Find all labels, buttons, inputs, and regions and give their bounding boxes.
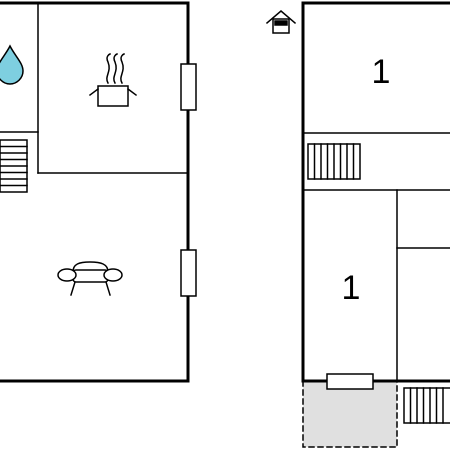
ground-floor <box>0 1 197 383</box>
water-drop-icon <box>0 44 24 85</box>
window <box>326 373 374 390</box>
terrace <box>302 380 398 448</box>
stairs-icon <box>307 143 361 180</box>
bedroom-label: 1 <box>372 53 391 91</box>
sofa-icon <box>57 261 123 296</box>
upper-floor <box>265 1 450 448</box>
house-floor-icon <box>265 10 297 34</box>
stairs-icon <box>0 139 28 193</box>
window <box>180 249 197 297</box>
window <box>180 63 197 111</box>
ground-floor-walls <box>0 1 190 383</box>
stairs-icon <box>403 387 450 424</box>
cooking-pot-icon <box>88 53 138 107</box>
bedroom-label: 1 <box>342 269 361 307</box>
